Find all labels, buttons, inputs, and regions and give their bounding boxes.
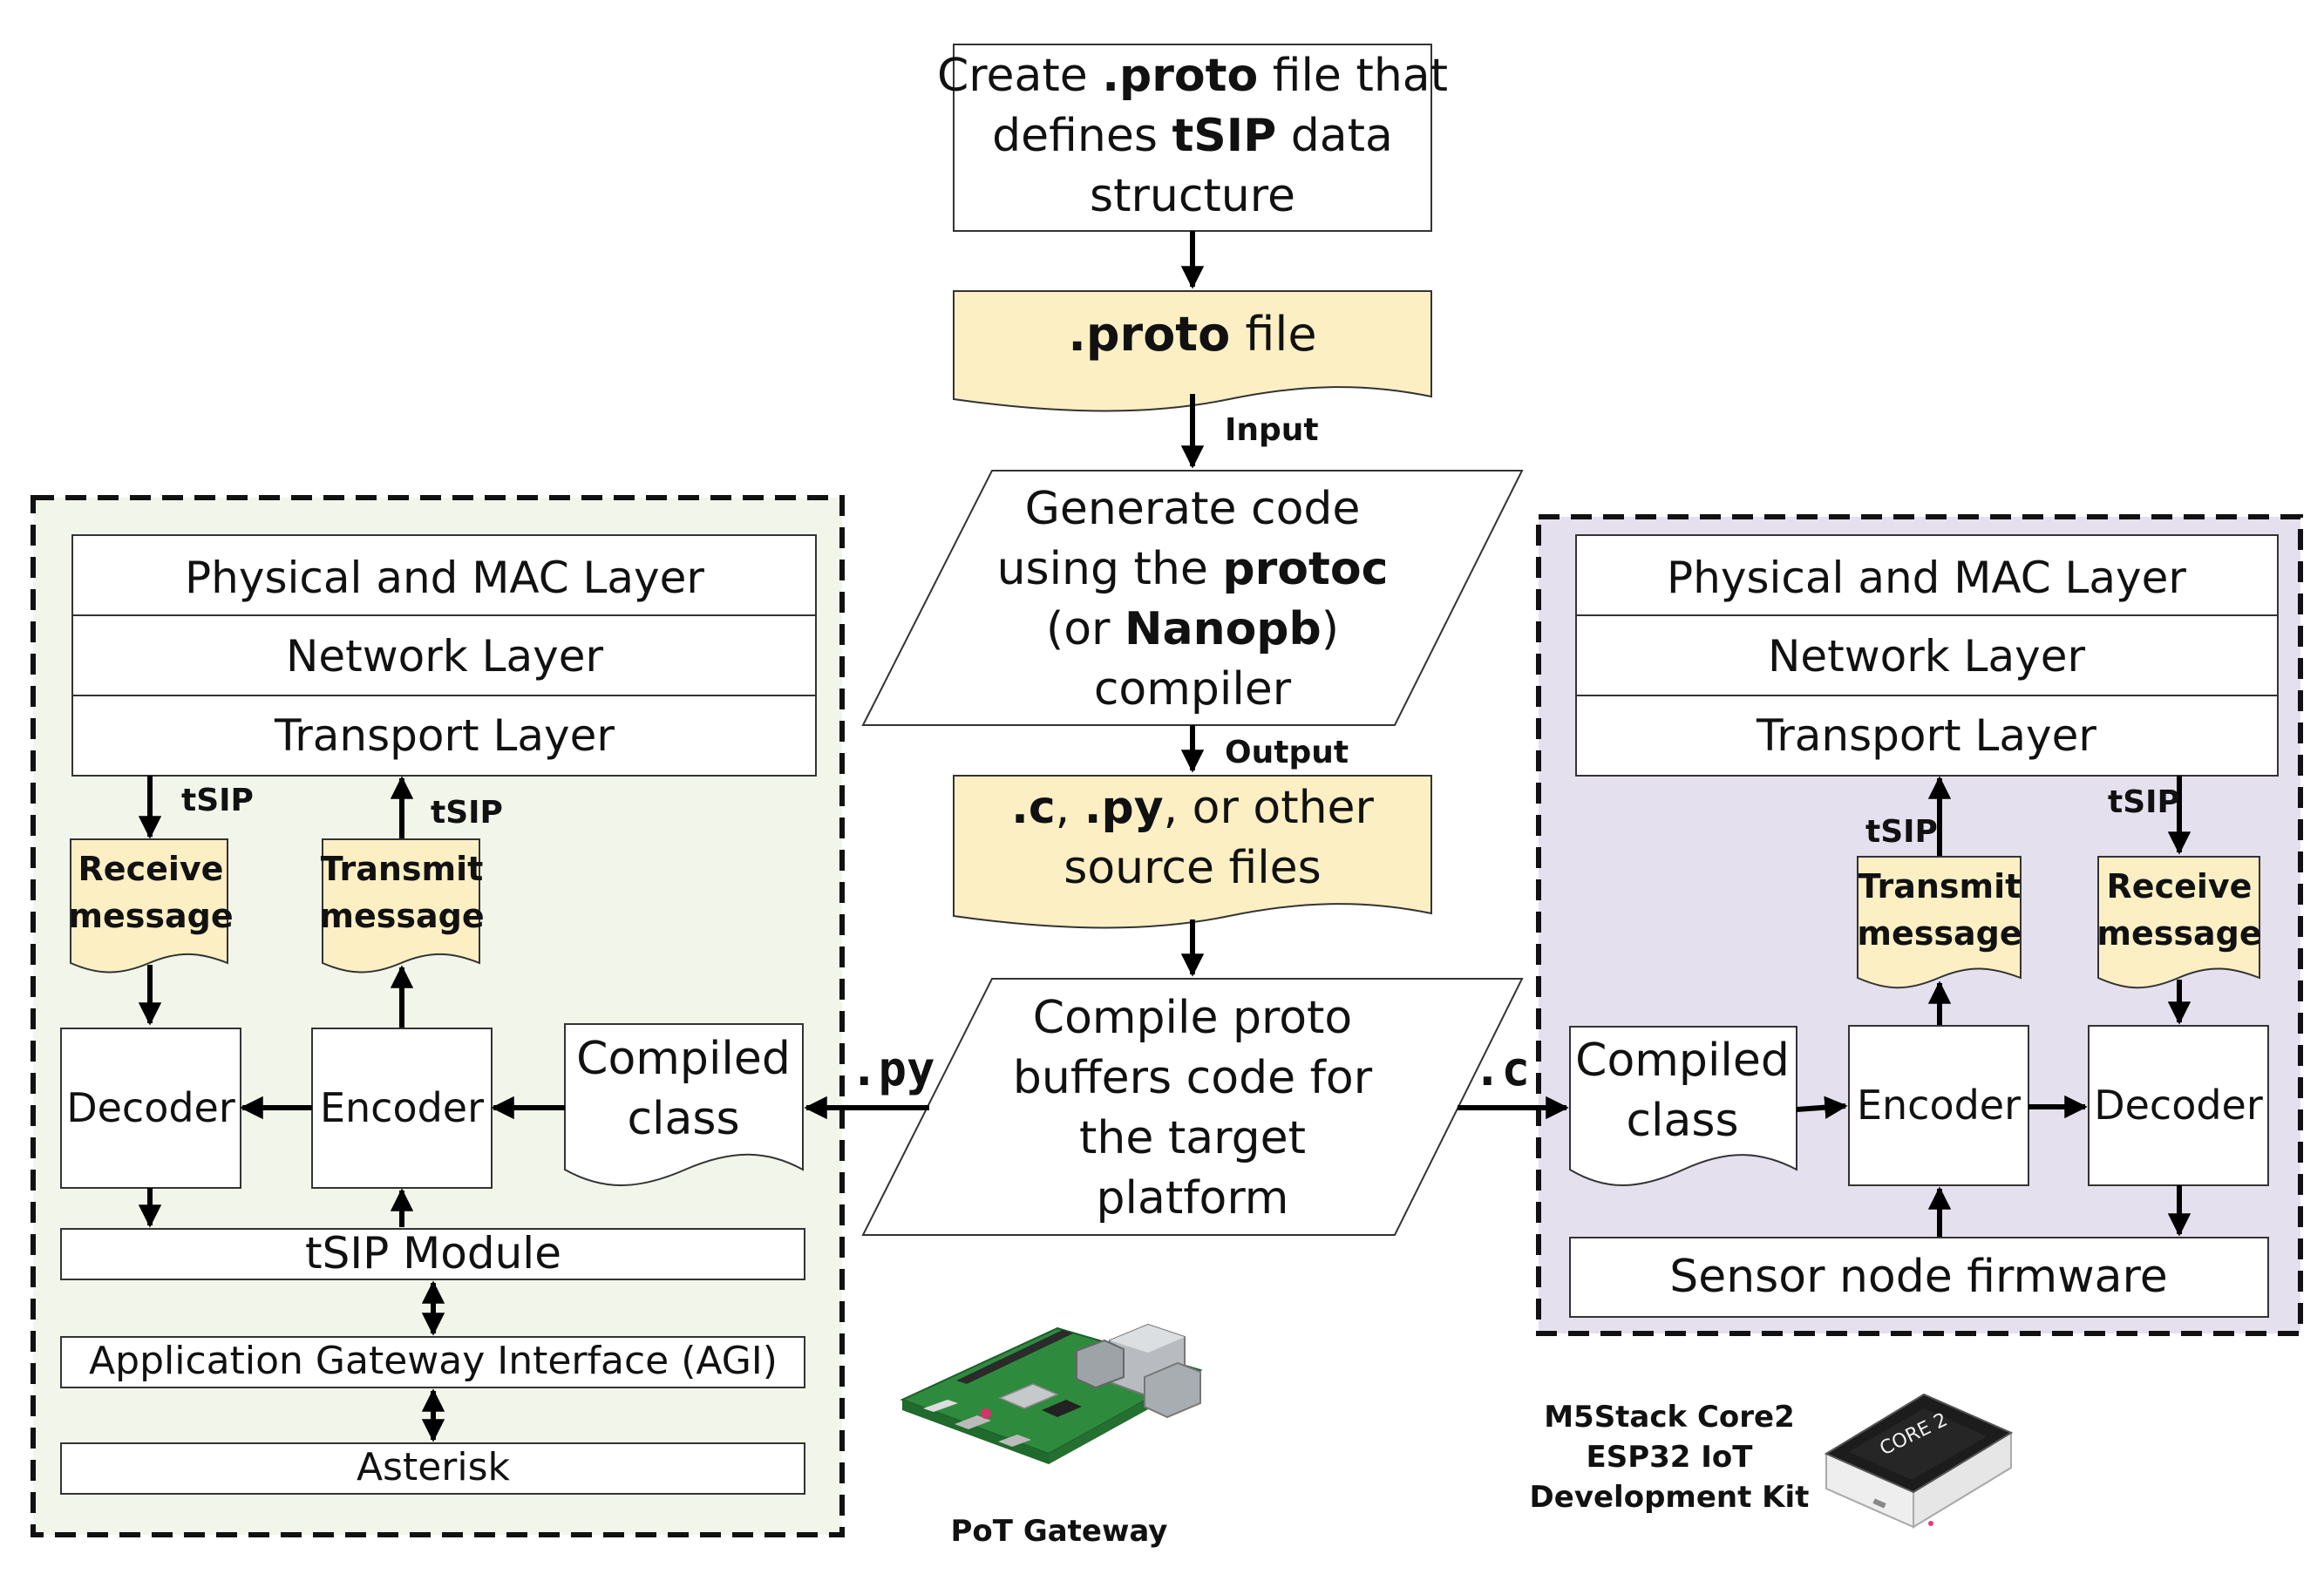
proto-file-label: .proto file xyxy=(1068,307,1316,362)
gateway-layer-physical-label: Physical and MAC Layer xyxy=(185,553,704,603)
gateway-encoder-label: Encoder xyxy=(320,1084,484,1131)
sensor-layer-transport xyxy=(1575,695,2279,777)
raspberry-pi-board-icon xyxy=(900,1323,1203,1464)
sensor-compiled-label-2: class xyxy=(1626,1095,1738,1147)
gateway-layer-transport xyxy=(71,695,817,777)
gateway-compiled-class-doc xyxy=(564,1023,804,1186)
gateway-layer-network-label: Network Layer xyxy=(286,631,604,682)
gateway-compiled-label-2: class xyxy=(627,1093,739,1145)
sensor-transmit-label-2: message xyxy=(1857,914,2022,953)
gateway-receive-label-2: message xyxy=(68,897,233,935)
gateway-agi-label: Application Gateway Interface (AGI) xyxy=(89,1339,778,1383)
sensor-tsip-up-label: tSIP xyxy=(1865,814,1938,850)
sensor-layer-network xyxy=(1575,614,2279,696)
gateway-tsip-module-label: tSIP Module xyxy=(305,1228,561,1279)
generate-line-4: compiler xyxy=(1094,663,1292,716)
compile-line-4: platform xyxy=(1097,1172,1289,1225)
gateway-layer-physical xyxy=(71,534,817,616)
sensor-encoder-label: Encoder xyxy=(1857,1082,2021,1129)
sensor-receive-label-1: Receive xyxy=(2107,867,2253,906)
gateway-layer-transport-label: Transport Layer xyxy=(274,710,615,761)
gateway-receive-label-1: Receive xyxy=(78,850,224,888)
gateway-receive-doc xyxy=(70,838,228,974)
generate-line-1: Generate code xyxy=(1025,483,1361,535)
gateway-tsip-module-box xyxy=(60,1228,805,1280)
create-proto-line-2: defines tSIP data xyxy=(992,110,1393,162)
sensor-firmware-label: Sensor node firmware xyxy=(1669,1251,2168,1303)
gateway-transmit-doc xyxy=(322,838,480,974)
proto-file-doc xyxy=(953,290,1432,412)
sensor-tsip-down-label: tSIP xyxy=(2108,784,2180,820)
sensor-layer-physical xyxy=(1575,534,2279,616)
gateway-transmit-label-2: message xyxy=(319,897,484,935)
gateway-tsip-down-label: tSIP xyxy=(181,783,254,818)
sensor-firmware-box xyxy=(1569,1237,2269,1318)
generate-code-shape xyxy=(861,470,1524,726)
source-files-line-2: source files xyxy=(1063,842,1322,894)
input-label: Input xyxy=(1225,412,1319,448)
sensor-compiled-label-1: Compiled xyxy=(1575,1035,1790,1087)
create-proto-line-3: structure xyxy=(1090,170,1295,222)
compile-line-1: Compile proto xyxy=(1033,992,1352,1044)
create-proto-box xyxy=(953,44,1432,232)
output-label: Output xyxy=(1225,735,1349,770)
generate-line-2: using the protoc xyxy=(997,543,1389,595)
sensor-compiled-to-encoder-arrow xyxy=(1796,1096,1848,1119)
sensor-layer-transport-label: Transport Layer xyxy=(1756,710,2096,761)
sensor-encoder-box xyxy=(1848,1025,2029,1186)
c-label: .c xyxy=(1473,1041,1530,1096)
sensor-decoder-box xyxy=(2088,1025,2269,1186)
gateway-transmit-label-1: Transmit xyxy=(321,850,484,888)
sensor-layer-physical-label: Physical and MAC Layer xyxy=(1667,553,2186,603)
sensor-transmit-label-1: Transmit xyxy=(1859,867,2022,906)
gateway-agi-box xyxy=(60,1336,805,1388)
source-files-doc xyxy=(953,775,1432,929)
gateway-caption: PoT Gateway xyxy=(951,1514,1168,1549)
gateway-asterisk-box xyxy=(60,1442,805,1495)
sensor-layer-network-label: Network Layer xyxy=(1768,631,2086,682)
source-files-line-1: .c, .py, or other xyxy=(1011,782,1374,834)
sensor-layer-stack: Physical and MAC Layer Network Layer Tra… xyxy=(1575,534,2279,777)
gateway-compiled-label-1: Compiled xyxy=(576,1033,791,1085)
create-proto-line-1: Create .proto file that xyxy=(937,50,1448,102)
gateway-asterisk-label: Asterisk xyxy=(357,1445,511,1489)
m5stack-core2-device-icon: CORE 2 xyxy=(1824,1393,2014,1529)
gateway-tsip-up-label: tSIP xyxy=(431,795,503,831)
sensor-receive-doc xyxy=(2097,856,2260,989)
compile-line-2: buffers code for xyxy=(1013,1052,1373,1104)
gateway-layer-stack: Physical and MAC Layer Network Layer Tra… xyxy=(71,534,817,777)
sensor-compiled-class-doc xyxy=(1569,1026,1797,1186)
sensor-caption-2: ESP32 IoT xyxy=(1587,1440,1754,1475)
sensor-decoder-label: Decoder xyxy=(2094,1082,2263,1129)
sensor-caption-1: M5Stack Core2 xyxy=(1544,1400,1795,1435)
generate-line-3: (or Nanopb) xyxy=(1046,603,1339,655)
sensor-caption-3: Development Kit xyxy=(1530,1480,1810,1515)
gateway-decoder-label: Decoder xyxy=(66,1084,235,1131)
sensor-transmit-doc xyxy=(1857,856,2022,989)
sensor-receive-label-2: message xyxy=(2096,914,2261,953)
gateway-encoder-box xyxy=(311,1028,493,1189)
compile-shape xyxy=(861,978,1524,1236)
compile-line-3: the target xyxy=(1079,1112,1306,1164)
py-label: .py xyxy=(850,1041,935,1096)
